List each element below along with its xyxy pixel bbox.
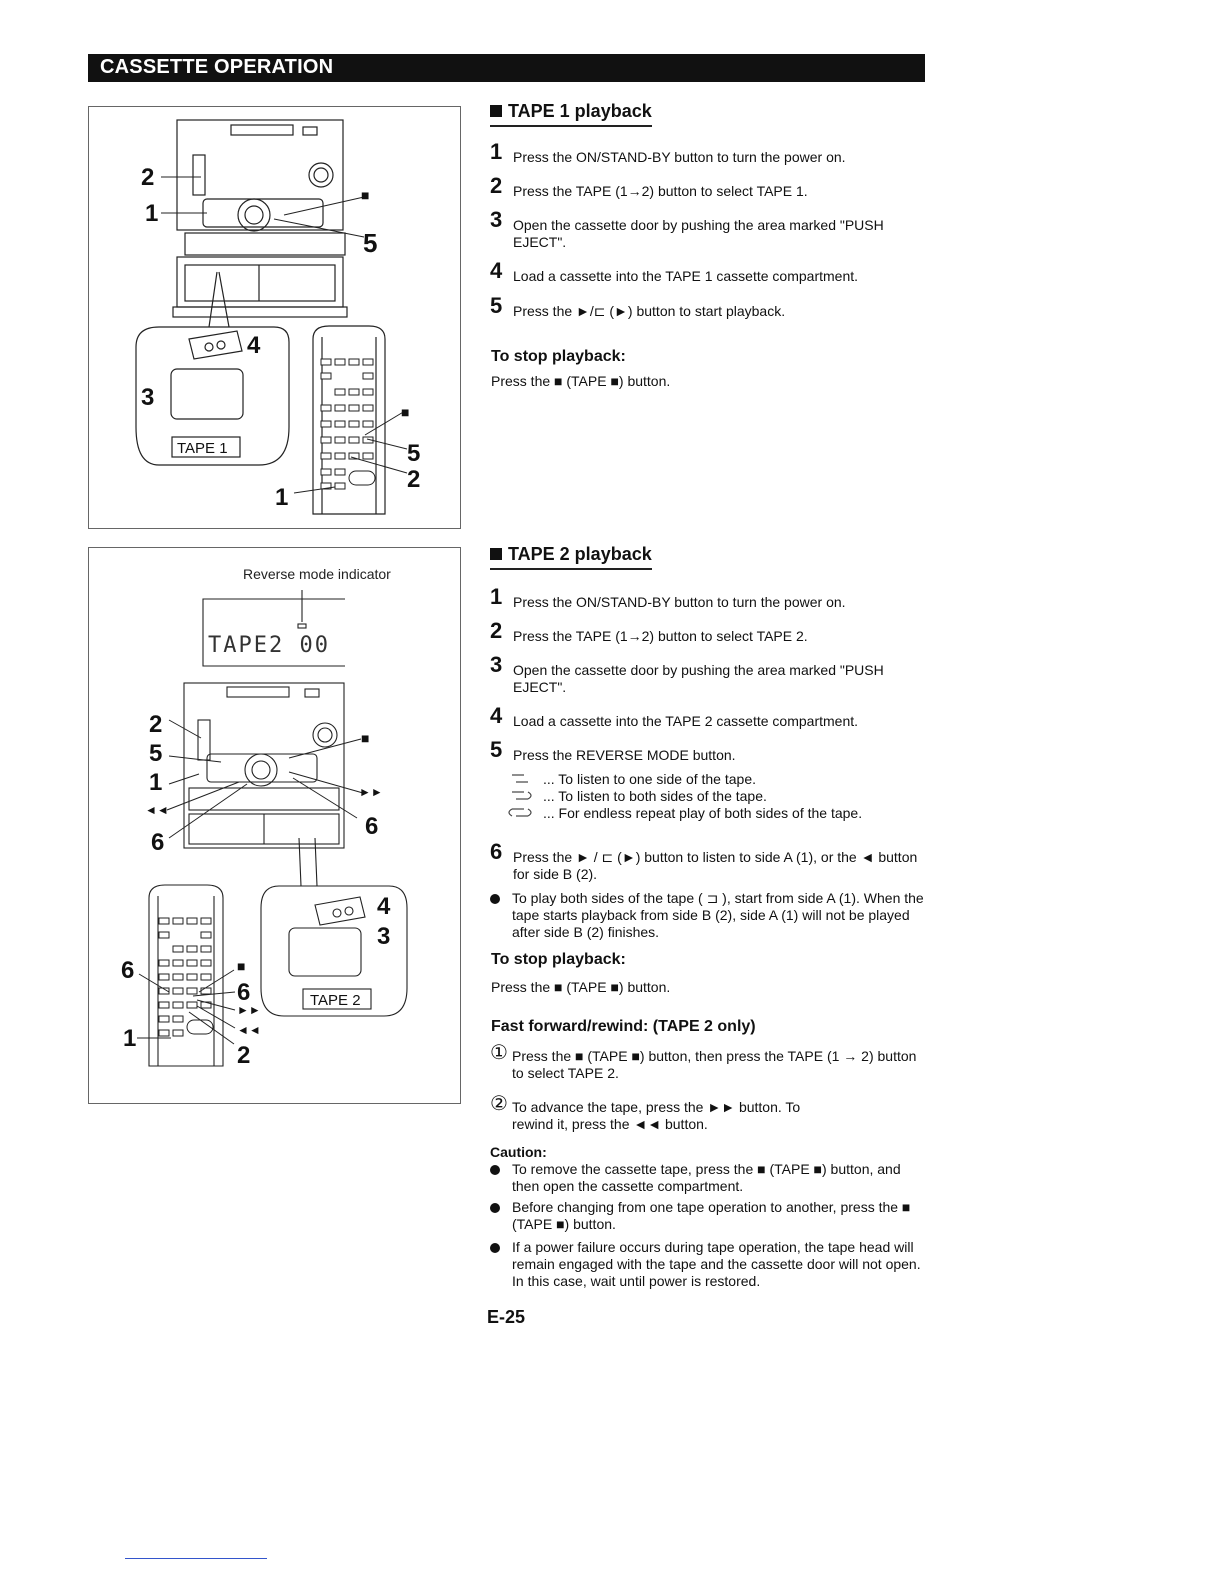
remote-callout-6-left: 6 <box>121 957 134 984</box>
callout-stop: ■ <box>361 730 369 746</box>
tape1-label: TAPE 1 <box>177 440 228 457</box>
page-number: E-25 <box>487 1307 526 1327</box>
callout-2: 2 <box>141 164 154 191</box>
caution-item: If a power failure occurs during tape op… <box>490 1239 930 1290</box>
ff-rewind-heading: Fast forward/rewind: (TAPE 2 only) <box>491 1018 756 1035</box>
tape1-illustration: 2 1 ■ 5 4 3 TAPE 1 ■ 5 2 1 <box>135 119 420 515</box>
remote-callout-5: 5 <box>407 440 420 467</box>
reverse-mode-icons <box>508 774 532 817</box>
callout-rewind: ◄◄ <box>145 803 169 817</box>
bullet-dot-icon <box>490 894 500 904</box>
remote-callout-stop: ■ <box>401 404 409 420</box>
caution-item: To remove the cassette tape, press the ■… <box>490 1161 930 1195</box>
remote-callout-1: 1 <box>123 1025 136 1052</box>
tape1-stop-heading: To stop playback: <box>491 348 626 365</box>
remote-callout-6-right: 6 <box>237 979 250 1006</box>
remote-callout-ff: ►► <box>237 1003 261 1017</box>
remote-callout-2: 2 <box>407 466 420 493</box>
figure-tape1: 2 1 ■ 5 4 3 TAPE 1 ■ 5 2 1 <box>88 106 461 529</box>
reverse-mode-one-side: ... To listen to one side of the tape. <box>543 771 756 787</box>
remote-callout-2: 2 <box>237 1042 250 1069</box>
callout-5: 5 <box>149 740 162 767</box>
callout-4: 4 <box>377 893 391 920</box>
section-title: CASSETTE OPERATION <box>100 56 334 78</box>
footer-rule <box>125 1558 267 1559</box>
tape2-label: TAPE 2 <box>310 992 361 1009</box>
remote-callout-stop: ■ <box>237 958 245 974</box>
callout-1: 1 <box>145 200 158 227</box>
callout-6-right: 6 <box>365 813 378 840</box>
square-bullet-icon <box>490 548 502 560</box>
remote-callout-rewind: ◄◄ <box>237 1023 261 1037</box>
reverse-mode-both-sides: ... To listen to both sides of the tape. <box>543 788 767 804</box>
callout-1: 1 <box>149 769 162 796</box>
tape2-heading: TAPE 2 playback <box>490 544 652 570</box>
caution-heading: Caution: <box>490 1144 547 1160</box>
bullet-dot-icon <box>490 1165 500 1175</box>
reverse-mode-endless: ... For endless repeat play of both side… <box>543 805 863 821</box>
figure-tape2: Reverse mode indicator <box>88 547 461 1104</box>
square-bullet-icon <box>490 105 502 117</box>
remote-callout-1: 1 <box>275 484 288 511</box>
bullet-dot-icon <box>490 1243 500 1253</box>
callout-2: 2 <box>149 711 162 738</box>
tape1-heading: TAPE 1 playback <box>490 101 652 127</box>
tape2-note: To play both sides of the tape ( ⊐ ), st… <box>490 890 930 941</box>
tape2-stop-text: Press the ■ (TAPE ■) button. <box>491 979 671 995</box>
callout-6-left: 6 <box>151 829 164 856</box>
reverse-mode-caption: Reverse mode indicator <box>243 566 391 582</box>
caution-item: Before changing from one tape operation … <box>490 1199 930 1233</box>
tape2-illustration: Reverse mode indicator <box>121 566 408 1069</box>
lcd-display: TAPE2 00 <box>208 633 330 658</box>
callout-stop: ■ <box>361 187 369 203</box>
section-header: CASSETTE OPERATION <box>88 54 925 82</box>
callout-5: 5 <box>363 228 377 258</box>
callout-ff: ►► <box>359 785 383 799</box>
callout-4: 4 <box>247 332 261 359</box>
bullet-dot-icon <box>490 1203 500 1213</box>
callout-3: 3 <box>141 384 154 411</box>
tape2-stop-heading: To stop playback: <box>491 951 626 968</box>
tape1-stop-text: Press the ■ (TAPE ■) button. <box>491 373 671 389</box>
callout-3: 3 <box>377 923 390 950</box>
